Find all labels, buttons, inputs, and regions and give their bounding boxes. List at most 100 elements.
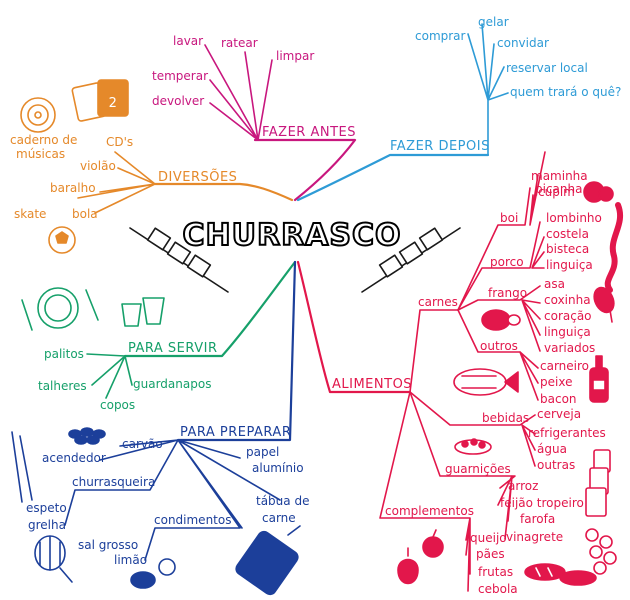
item-gelar: gelar xyxy=(478,15,509,29)
sub-label-outros: outros xyxy=(480,339,518,353)
sausage-icon xyxy=(604,202,623,293)
item-sal-grosso: sal grosso xyxy=(78,538,138,552)
item-frutas: frutas xyxy=(478,565,513,579)
item-picanha: picanha xyxy=(535,182,582,196)
item-linguica-porco: linguiça xyxy=(546,258,593,272)
skewer-icon xyxy=(361,227,461,293)
lemon-icon xyxy=(130,558,176,589)
item-bisteca: bisteca xyxy=(546,242,589,256)
item-cds: CD's xyxy=(106,135,133,149)
item-musicas: músicas xyxy=(16,147,65,161)
item-aluminio: alumínio xyxy=(252,461,304,475)
item-cebola: cebola xyxy=(478,582,518,596)
fish-icon xyxy=(453,368,519,396)
item-variados: variados xyxy=(544,341,595,355)
item-cupim: cupim xyxy=(538,185,575,199)
item-talheres: talheres xyxy=(38,379,87,393)
item-asa: asa xyxy=(544,277,565,291)
item-tabua-de: tábua de xyxy=(256,494,309,508)
sub-label-guarnicoes: guarnições xyxy=(445,462,511,476)
branch-fazer-antes xyxy=(204,44,357,202)
branch-label-fazer-antes: FAZER ANTES xyxy=(262,125,356,140)
item-ratear: ratear xyxy=(221,36,258,50)
item-papel: papel xyxy=(246,445,279,459)
branch-label-alimentos: ALIMENTOS xyxy=(332,377,412,392)
drumstick-icon xyxy=(593,286,615,323)
item-carneiro: carneiro xyxy=(540,359,589,373)
central-title: CHURRASCO xyxy=(182,218,401,253)
ball-icon xyxy=(48,226,76,254)
item-coxinha: coxinha xyxy=(544,293,591,307)
cutting-board-icon xyxy=(235,525,301,596)
item-temperar: temperar xyxy=(152,69,208,83)
branch-label-diversoes: DIVERSÕES xyxy=(158,169,237,185)
item-baralho: baralho xyxy=(50,181,96,195)
item-arroz: arroz xyxy=(508,479,538,493)
sub-label-bebidas: bebidas xyxy=(482,411,529,425)
item-farofa: farofa xyxy=(520,512,555,526)
item-lombinho: lombinho xyxy=(546,211,602,225)
cans-icon xyxy=(585,449,611,517)
branch-para-servir xyxy=(86,260,297,399)
charcoal-icon xyxy=(68,427,106,445)
chilli-icon xyxy=(583,181,614,203)
item-espeto: espeto xyxy=(26,501,67,515)
item-coracao: coração xyxy=(544,309,592,323)
sub-label-frango: frango xyxy=(488,286,527,300)
branch-label-para-preparar: PARA PREPARAR xyxy=(180,425,291,440)
pepper-icon xyxy=(397,547,419,585)
skewer-icon xyxy=(129,227,229,293)
item-copos: copos xyxy=(100,398,135,412)
item-queijo: queijo xyxy=(470,531,507,545)
sub-label-complementos: complementos xyxy=(385,504,474,518)
plate-icon xyxy=(21,287,99,331)
item-outras: outras xyxy=(537,458,575,472)
branch-diversoes xyxy=(77,151,294,214)
item-grelha: grelha xyxy=(28,518,66,532)
svg-text:2: 2 xyxy=(109,96,118,111)
item-reservar-local: reservar local xyxy=(506,61,588,75)
item-carvao: carvão xyxy=(122,437,163,451)
cups-icon xyxy=(121,297,165,327)
item-bacon: bacon xyxy=(540,392,577,406)
branch-alimentos xyxy=(296,151,546,592)
item-bola: bola xyxy=(72,207,98,221)
item-lavar: lavar xyxy=(173,34,203,48)
dish-icon xyxy=(454,438,492,455)
bread-icon xyxy=(524,563,597,586)
item-linguica-frango: linguiça xyxy=(544,325,591,339)
item-paes: pães xyxy=(476,547,505,561)
item-acendedor: acendedor xyxy=(42,451,106,465)
item-violao: violão xyxy=(80,159,116,173)
branch-label-fazer-depois: FAZER DEPOIS xyxy=(390,139,490,154)
item-vinagrete: vinagrete xyxy=(506,530,563,544)
item-refrigerantes: refrigerantes xyxy=(528,426,606,440)
item-quem-trara: quem trará o quê? xyxy=(510,85,621,99)
item-skate: skate xyxy=(14,207,46,221)
item-limpar: limpar xyxy=(276,49,314,63)
central-node: CHURRASCO xyxy=(181,217,401,254)
item-cerveja: cerveja xyxy=(537,407,581,421)
skewer-icon xyxy=(11,431,33,503)
roast-chicken-icon xyxy=(481,309,521,331)
item-carne: carne xyxy=(262,511,296,525)
item-caderno-de: caderno de xyxy=(10,133,77,147)
item-peixe: peixe xyxy=(540,375,572,389)
branch-fazer-depois xyxy=(296,23,509,202)
item-agua: água xyxy=(537,442,567,456)
item-comprar: comprar xyxy=(415,29,466,43)
item-limao: limão xyxy=(114,553,147,567)
item-costela: costela xyxy=(546,227,589,241)
sub-label-porco: porco xyxy=(490,255,524,269)
item-devolver: devolver xyxy=(152,94,204,108)
sub-label-boi: boi xyxy=(500,211,518,225)
branch-para-preparar xyxy=(64,260,297,561)
apple-icon xyxy=(422,529,444,558)
cd-icon xyxy=(20,97,56,133)
item-churrasqueira: churrasqueira xyxy=(72,475,155,489)
playing-cards-icon: 2 xyxy=(71,79,129,122)
item-maminha: maminha xyxy=(531,169,588,183)
sub-label-carnes: carnes xyxy=(418,295,458,309)
item-palitos: palitos xyxy=(44,347,84,361)
